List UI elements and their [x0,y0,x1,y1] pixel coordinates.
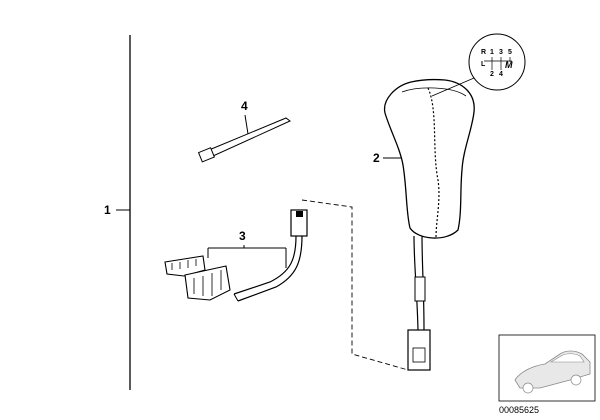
cable-tie-head [197,147,216,163]
shift-gate-lines [484,57,512,70]
gear-knob-part-2: 2 [373,78,475,371]
shift-label-r: R [481,49,486,56]
shift-pattern-badge: R 1 3 5 L M 2 4 [431,33,526,97]
harness-connector-left-teeth [171,259,197,270]
harness-wire-end [233,293,239,302]
vehicle-reference-thumbnail: 00085625 [498,334,596,415]
shift-label-3: 3 [499,49,503,56]
harness-connector-block-right [184,265,231,301]
car-wheel-front-icon [522,382,534,394]
callout-label-3: 3 [239,229,246,243]
gear-knob-top-curve [401,87,467,97]
shift-pattern-circle [468,33,526,91]
wiring-harness-part-3: 3 [164,209,308,302]
shift-pattern-leader-line [431,77,475,97]
callout-label-2: 2 [373,151,380,165]
gear-knob-stitching [427,87,440,239]
shift-label-4: 4 [499,71,503,78]
leader-line-3 [207,245,287,268]
harness-connector-right-teeth [193,270,222,296]
connection-dashed-line [301,199,409,371]
shift-label-1: 1 [490,49,494,56]
harness-wire-b [237,235,303,302]
shift-label-l: L [481,61,486,68]
document-number: 00085625 [499,405,539,415]
harness-wire-a [233,235,297,295]
callout-label-4: 4 [241,99,248,113]
cable-connector [407,329,431,371]
shift-label-5: 5 [508,49,512,56]
callout-label-1: 1 [104,203,111,217]
cable-tie-part-4: 4 [197,99,291,163]
leader-line-4 [244,114,249,135]
cable-tie-strap [208,117,291,157]
shift-label-m: M [505,60,513,70]
cable-sleeve [414,276,426,302]
callout-1-group: 1 [104,35,131,390]
car-wheel-rear-icon [570,374,582,386]
harness-plug-tab [296,211,303,217]
cable-connector-latch [412,347,426,363]
shift-label-2: 2 [490,71,494,78]
gear-knob-body [383,78,475,239]
car-window-icon [549,353,585,363]
